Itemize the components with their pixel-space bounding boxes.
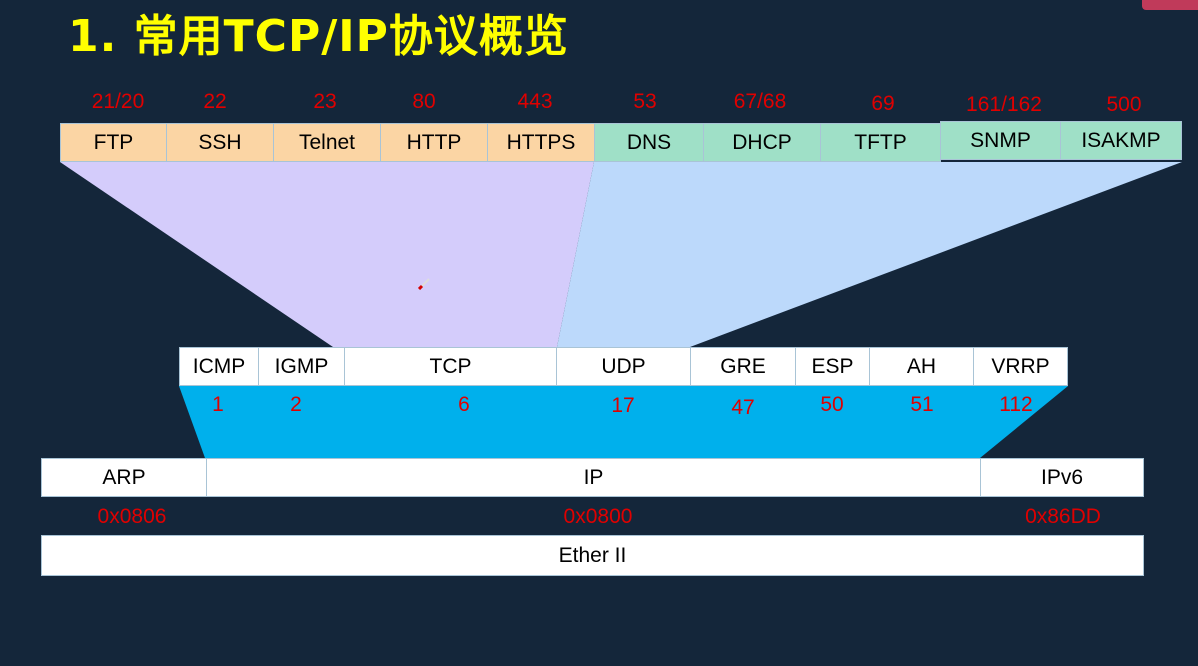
port-label: 161/162 [966, 93, 1042, 116]
protocol-dns: DNS [594, 123, 704, 162]
protocol-ip: IP [206, 458, 981, 497]
protocol-number: 50 [820, 393, 844, 416]
port-label: 500 [1106, 93, 1142, 116]
ip-funnel [179, 386, 1068, 458]
protocol-icmp: ICMP [179, 347, 259, 386]
protocol-ssh: SSH [166, 123, 274, 162]
corner-logo [1142, 0, 1198, 10]
protocol-ah: AH [869, 347, 974, 386]
port-label: 69 [871, 92, 895, 115]
tcp-funnel [60, 162, 594, 347]
port-label: 80 [412, 90, 436, 113]
protocol-ftp: FTP [60, 123, 167, 162]
port-label: 443 [517, 90, 553, 113]
protocol-number: 6 [458, 393, 470, 416]
protocol-ethernet-ii: Ether II [41, 535, 1144, 576]
protocol-telnet: Telnet [273, 123, 381, 162]
protocol-snmp: SNMP [940, 121, 1061, 160]
udp-funnel [557, 162, 1182, 347]
protocol-https: HTTPS [487, 123, 595, 162]
port-label: 53 [633, 90, 657, 113]
protocol-isakmp: ISAKMP [1060, 121, 1182, 160]
protocol-igmp: IGMP [258, 347, 345, 386]
protocol-gre: GRE [690, 347, 796, 386]
ethertype-label: 0x0806 [97, 505, 167, 528]
ethertype-label: 0x0800 [563, 505, 633, 528]
protocol-vrrp: VRRP [973, 347, 1068, 386]
protocol-number: 17 [611, 394, 635, 417]
protocol-ipv6: IPv6 [980, 458, 1144, 497]
protocol-http: HTTP [380, 123, 488, 162]
port-label: 23 [313, 90, 337, 113]
protocol-number: 51 [910, 393, 934, 416]
protocol-tftp: TFTP [820, 123, 941, 162]
ethertype-label: 0x86DD [1025, 505, 1101, 528]
port-label: 22 [203, 90, 227, 113]
protocol-number: 112 [999, 393, 1033, 416]
pen-cursor-icon [418, 278, 430, 290]
protocol-esp: ESP [795, 347, 870, 386]
protocol-number: 1 [212, 393, 224, 416]
protocol-tcp: TCP [344, 347, 557, 386]
protocol-udp: UDP [556, 347, 691, 386]
slide-title: 1. 常用TCP/IP协议概览 [68, 11, 569, 62]
protocol-number: 47 [731, 396, 755, 419]
protocol-number: 2 [290, 393, 302, 416]
protocol-arp: ARP [41, 458, 207, 497]
port-label: 21/20 [91, 90, 145, 113]
port-label: 67/68 [733, 90, 787, 113]
protocol-dhcp: DHCP [703, 123, 821, 162]
